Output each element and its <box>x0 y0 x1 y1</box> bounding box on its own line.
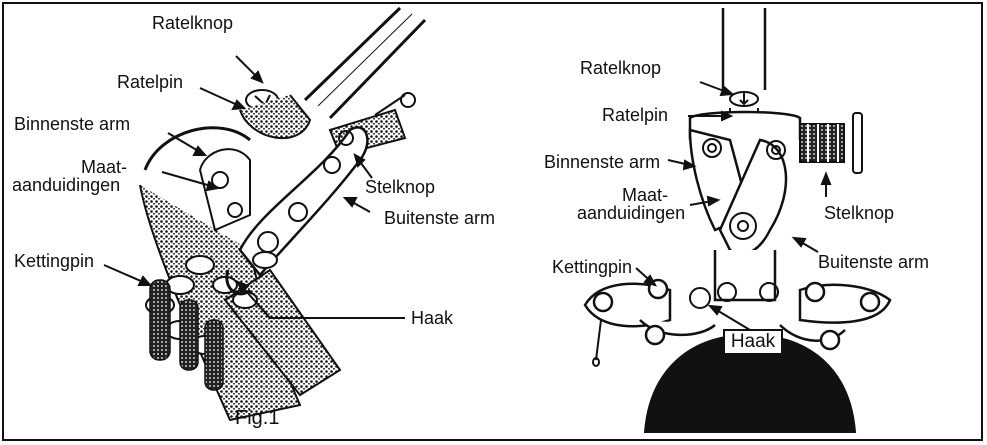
fig2-label-ratelpin: Ratelpin <box>602 105 668 125</box>
fig2-label-buitenste-arm: Buitenste arm <box>818 252 929 272</box>
fig1-label-stelknop: Stelknop <box>365 177 435 197</box>
fig1-label-aanduidingen: aanduidingen <box>12 175 120 195</box>
fig2-label-haak: Haak <box>723 329 783 355</box>
fig1-label-ratelknop: Ratelknop <box>152 13 233 33</box>
fig2-label-binnenste-arm: Binnenste arm <box>544 152 660 172</box>
fig1-label-buitenste-arm: Buitenste arm <box>384 208 495 228</box>
fig1-label-kettingpin: Kettingpin <box>14 251 94 271</box>
fig2-label-ratelknop: Ratelknop <box>580 58 661 78</box>
fig1-label-ratelpin: Ratelpin <box>117 72 183 92</box>
fig1-label-maat: Maat- <box>74 157 134 177</box>
fig1-caption: Fig.1 <box>235 407 279 429</box>
fig2-label-aanduidingen: aanduidingen <box>577 203 685 223</box>
fig2-label-kettingpin: Kettingpin <box>552 257 632 277</box>
fig1-drawing <box>140 8 425 420</box>
fig1-label-haak: Haak <box>411 308 453 328</box>
fig2-label-maat: Maat- <box>615 185 675 205</box>
fig2-label-stelknop: Stelknop <box>824 203 894 223</box>
fig1-label-binnenste-arm: Binnenste arm <box>14 114 130 134</box>
fig2-caption: Fig.2 <box>734 407 778 429</box>
